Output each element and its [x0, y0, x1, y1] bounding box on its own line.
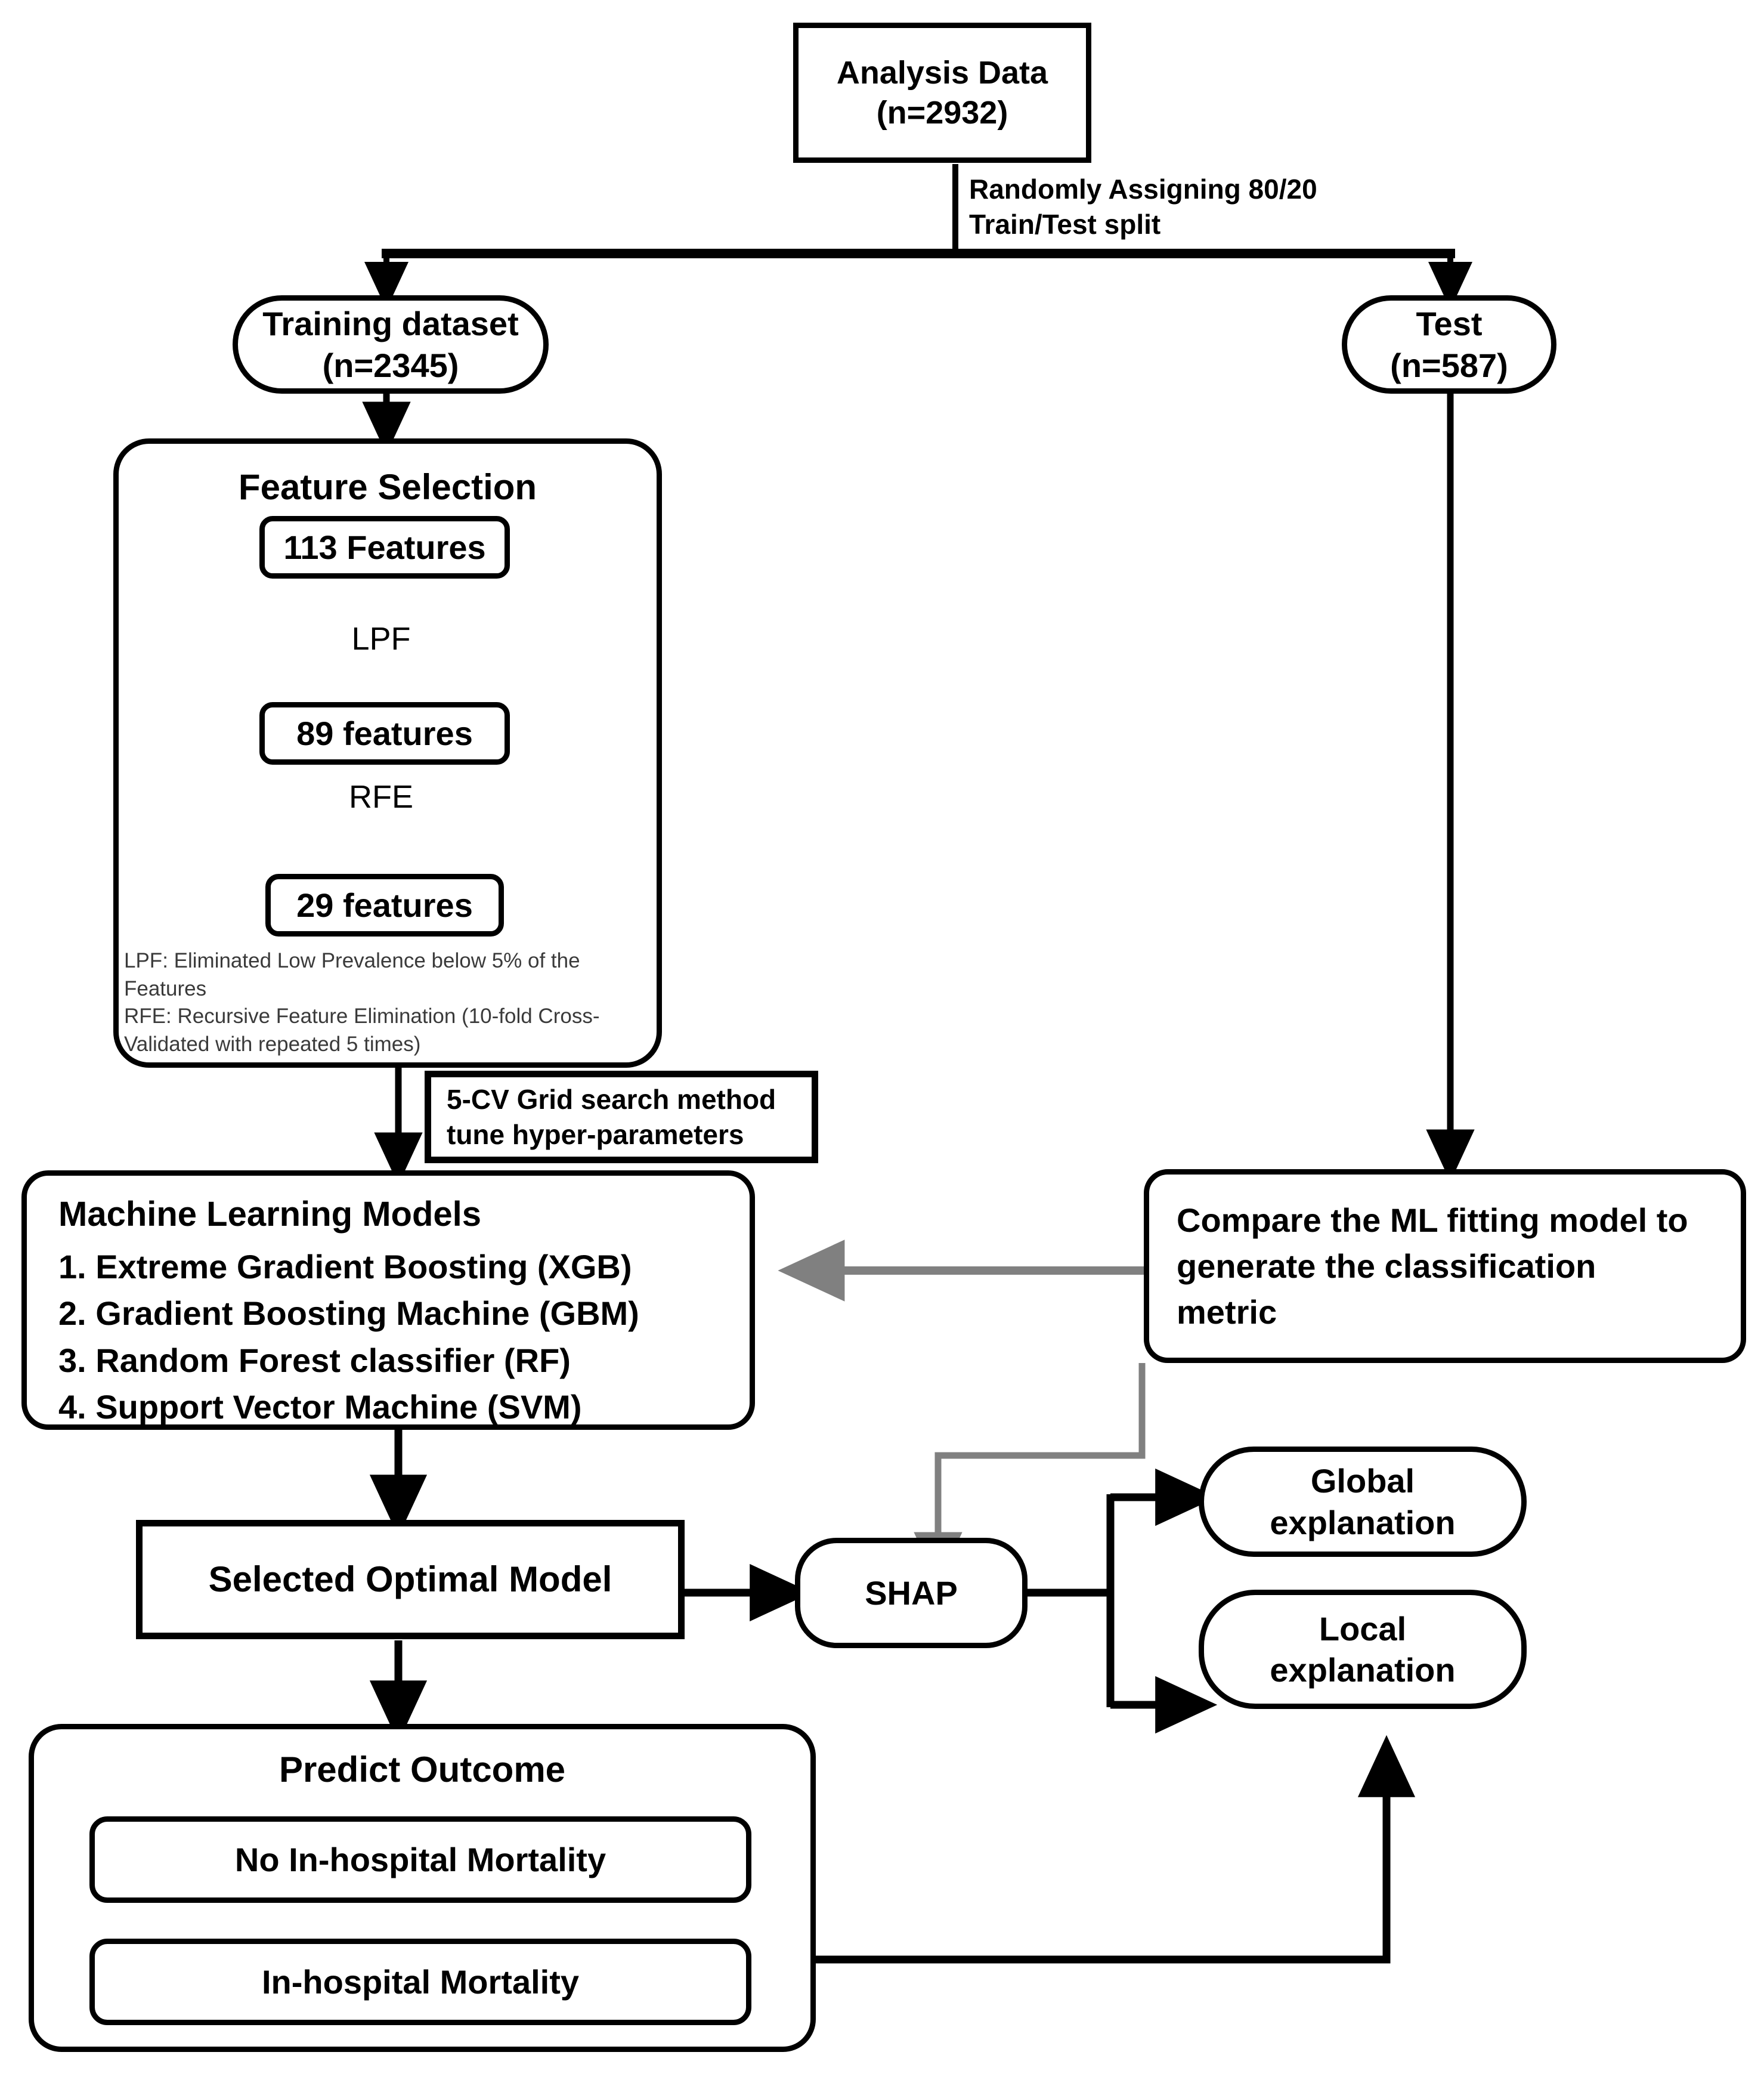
- edge-compare-to-shap-gray: [914, 1363, 1146, 1585]
- training-dataset-title: Training dataset: [262, 305, 519, 343]
- compare-models-text: Compare the ML fitting model to generate…: [1177, 1201, 1688, 1331]
- node-outcome-no-mortality[interactable]: No In-hospital Mortality: [89, 1816, 751, 1903]
- ml-models-list: 1. Extreme Gradient Boosting (XGB) 2. Gr…: [58, 1244, 639, 1431]
- outcome-mortality-label: In-hospital Mortality: [262, 1963, 579, 2001]
- test-dataset-title: Test: [1416, 305, 1483, 343]
- edge-label-split: Randomly Assigning 80/20 Train/Test spli…: [969, 174, 1317, 240]
- test-dataset-count: (n=587): [1390, 346, 1508, 384]
- global-explanation-line2: explanation: [1270, 1503, 1456, 1541]
- node-113-features[interactable]: 113 Features: [259, 516, 510, 579]
- ml-model-item-2: 2. Gradient Boosting Machine (GBM): [58, 1294, 639, 1333]
- features-89-label: 89 features: [296, 714, 473, 752]
- analysis-data-count: (n=2932): [876, 94, 1008, 131]
- node-selected-optimal-model[interactable]: Selected Optimal Model: [136, 1520, 685, 1639]
- node-compare-models[interactable]: Compare the ML fitting model to generate…: [1144, 1169, 1746, 1363]
- feature-selection-legend: LPF: Eliminated Low Prevalence below 5% …: [124, 949, 600, 1056]
- rfe-arrow-label: RFE: [349, 779, 413, 815]
- outcome-no-mortality-label: No In-hospital Mortality: [234, 1840, 606, 1878]
- training-dataset-count: (n=2345): [322, 346, 459, 384]
- global-explanation-line1: Global: [1310, 1462, 1415, 1500]
- node-global-explanation[interactable]: Global explanation: [1199, 1447, 1527, 1557]
- node-local-explanation[interactable]: Local explanation: [1199, 1590, 1527, 1709]
- node-29-features[interactable]: 29 features: [265, 874, 504, 937]
- lpf-arrow-label: LPF: [351, 621, 411, 657]
- node-89-features[interactable]: 89 features: [259, 702, 510, 765]
- selected-optimal-model-label: Selected Optimal Model: [208, 1559, 612, 1600]
- local-explanation-line2: explanation: [1270, 1651, 1456, 1689]
- edge-label-tuning: 5-CV Grid search method tune hyper-param…: [447, 1083, 776, 1150]
- ml-models-heading: Machine Learning Models: [58, 1195, 481, 1234]
- ml-model-item-1: 1. Extreme Gradient Boosting (XGB): [58, 1248, 632, 1285]
- features-29-label: 29 features: [296, 886, 473, 924]
- ml-model-item-4: 4. Support Vector Machine (SVM): [58, 1388, 582, 1426]
- node-shap[interactable]: SHAP: [795, 1538, 1028, 1648]
- shap-label: SHAP: [865, 1574, 958, 1612]
- analysis-data-title: Analysis Data: [836, 54, 1048, 91]
- edge-label-tuning-box: 5-CV Grid search method tune hyper-param…: [425, 1071, 818, 1163]
- node-analysis-data[interactable]: Analysis Data (n=2932): [793, 23, 1091, 163]
- features-113-label: 113 Features: [283, 528, 486, 566]
- edge-predict-to-local-feedback: [812, 1735, 1416, 1964]
- ml-model-item-3: 3. Random Forest classifier (RF): [58, 1341, 571, 1379]
- node-training-dataset[interactable]: Training dataset (n=2345): [233, 295, 549, 394]
- feature-selection-heading: Feature Selection: [238, 467, 537, 507]
- node-outcome-mortality[interactable]: In-hospital Mortality: [89, 1939, 751, 2025]
- local-explanation-line1: Local: [1319, 1609, 1407, 1648]
- predict-outcome-heading: Predict Outcome: [278, 1750, 566, 1790]
- node-test-dataset[interactable]: Test (n=587): [1342, 295, 1556, 394]
